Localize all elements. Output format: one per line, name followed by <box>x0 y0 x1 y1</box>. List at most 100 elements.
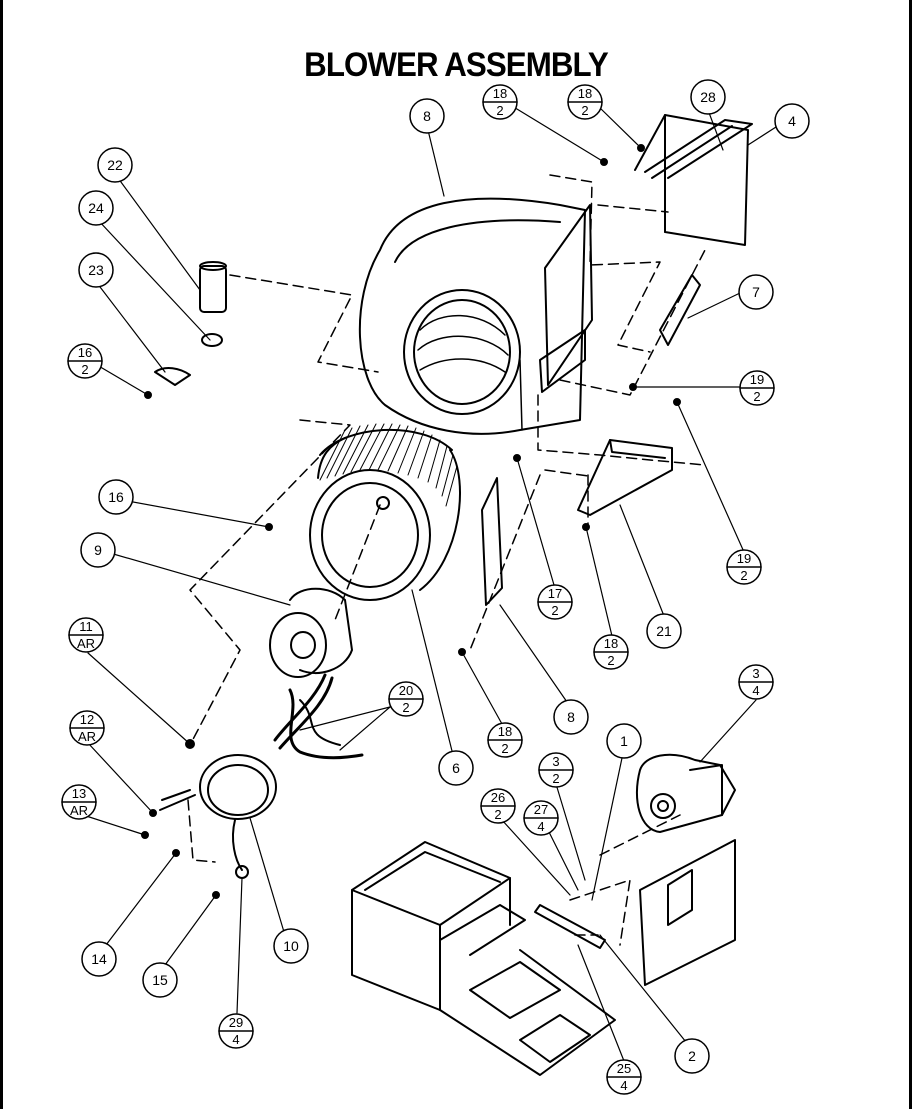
callout-part-number: 8 <box>567 709 575 725</box>
callout-29-4: 294 <box>218 1013 254 1049</box>
callout-16: 16 <box>98 479 134 515</box>
callout-quantity: AR <box>70 803 88 818</box>
callout-part-number: 15 <box>152 972 168 988</box>
callout-25-4: 254 <box>606 1059 642 1095</box>
cabinet-base <box>351 841 616 1076</box>
callout-part-number: 26 <box>491 790 505 805</box>
callout-part-number: 6 <box>452 760 460 776</box>
callout-4: 4 <box>774 103 810 139</box>
callout-circle <box>438 750 474 786</box>
callout-part-number: 29 <box>229 1015 243 1030</box>
callout-part-number: 18 <box>578 86 592 101</box>
callout-circle <box>81 941 117 977</box>
callout-circle <box>80 532 116 568</box>
callout-part-number: 11 <box>79 619 93 634</box>
callout-part-number: 24 <box>88 200 104 216</box>
callout-part-number: 14 <box>91 951 107 967</box>
callout-part-number: 23 <box>88 262 104 278</box>
motor-mount-band <box>159 754 277 879</box>
callout-circle <box>774 103 810 139</box>
callout-circle <box>78 252 114 288</box>
callout-2: 2 <box>674 1038 710 1074</box>
callout-part-number: 16 <box>108 489 124 505</box>
callout-quantity: 2 <box>740 568 747 583</box>
callout-20-2: 202 <box>388 681 424 717</box>
callout-7: 7 <box>738 274 774 310</box>
callout-21: 21 <box>646 613 682 649</box>
callout-1: 1 <box>606 723 642 759</box>
callout-part-number: 22 <box>107 157 123 173</box>
capacitor <box>154 261 227 386</box>
housing-bracket <box>539 204 593 393</box>
callout-quantity: 4 <box>752 683 759 698</box>
callout-16-2: 162 <box>67 343 103 379</box>
callout-17-2: 172 <box>537 584 573 620</box>
callout-part-number: 18 <box>498 724 512 739</box>
callout-part-number: 18 <box>493 86 507 101</box>
callout-quantity: AR <box>77 636 95 651</box>
callout-part-number: 18 <box>604 636 618 651</box>
callout-part-number: 20 <box>399 683 413 698</box>
callout-18-2-d: 182 <box>487 722 523 758</box>
callout-part-number: 1 <box>620 733 628 749</box>
callout-circle <box>690 79 726 115</box>
callout-part-number: 27 <box>534 802 548 817</box>
callout-quantity: 2 <box>552 771 559 786</box>
callout-circle <box>78 190 114 226</box>
callout-23: 23 <box>78 252 114 288</box>
callout-part-number: 13 <box>72 786 86 801</box>
top-plate <box>634 114 753 246</box>
access-panel <box>639 839 736 986</box>
callout-circle <box>553 699 589 735</box>
callout-part-number: 21 <box>656 623 672 639</box>
callout-circle <box>738 274 774 310</box>
callout-22: 22 <box>97 147 133 183</box>
callout-part-number: 8 <box>423 108 431 124</box>
callout-quantity: 2 <box>494 807 501 822</box>
callout-15: 15 <box>142 962 178 998</box>
callout-18-2-c: 182 <box>593 634 629 670</box>
blower-relay <box>636 753 736 833</box>
callout-part-number: 19 <box>750 372 764 387</box>
side-bracket <box>659 274 701 346</box>
callout-circle <box>98 479 134 515</box>
callout-quantity: 4 <box>537 819 544 834</box>
blower-wheel <box>309 423 461 601</box>
callout-part-number: 17 <box>548 586 562 601</box>
callout-part-number: 3 <box>752 666 759 681</box>
callout-6: 6 <box>438 750 474 786</box>
callout-circle <box>606 723 642 759</box>
callout-part-number: 28 <box>700 89 716 105</box>
callout-quantity: 2 <box>402 700 409 715</box>
callout-19-2-a: 192 <box>739 370 775 406</box>
callout-24: 24 <box>78 190 114 226</box>
callout-part-number: 9 <box>94 542 102 558</box>
diagram-title: BLOWER ASSEMBLY <box>304 46 609 84</box>
blower-housing <box>358 197 586 435</box>
callout-circle <box>674 1038 710 1074</box>
callout-part-number: 16 <box>78 345 92 360</box>
callout-19-2-b: 192 <box>726 549 762 585</box>
callout-part-number: 2 <box>688 1048 696 1064</box>
callout-28: 28 <box>690 79 726 115</box>
callout-9: 9 <box>80 532 116 568</box>
callout-27-4: 274 <box>523 800 559 836</box>
callout-quantity: AR <box>78 729 96 744</box>
fasteners <box>141 144 681 899</box>
alignment-lines <box>187 174 706 946</box>
divider-panel <box>481 477 503 606</box>
blower-motor <box>269 587 353 750</box>
callout-part-number: 25 <box>617 1061 631 1076</box>
callout-10: 10 <box>273 928 309 964</box>
callout-quantity: 2 <box>581 103 588 118</box>
callout-part-number: 7 <box>752 284 760 300</box>
callout-3-2: 32 <box>538 752 574 788</box>
callout-part-number: 3 <box>552 754 559 769</box>
callout-quantity: 2 <box>753 389 760 404</box>
callout-circle <box>97 147 133 183</box>
callout-part-number: 4 <box>788 113 796 129</box>
